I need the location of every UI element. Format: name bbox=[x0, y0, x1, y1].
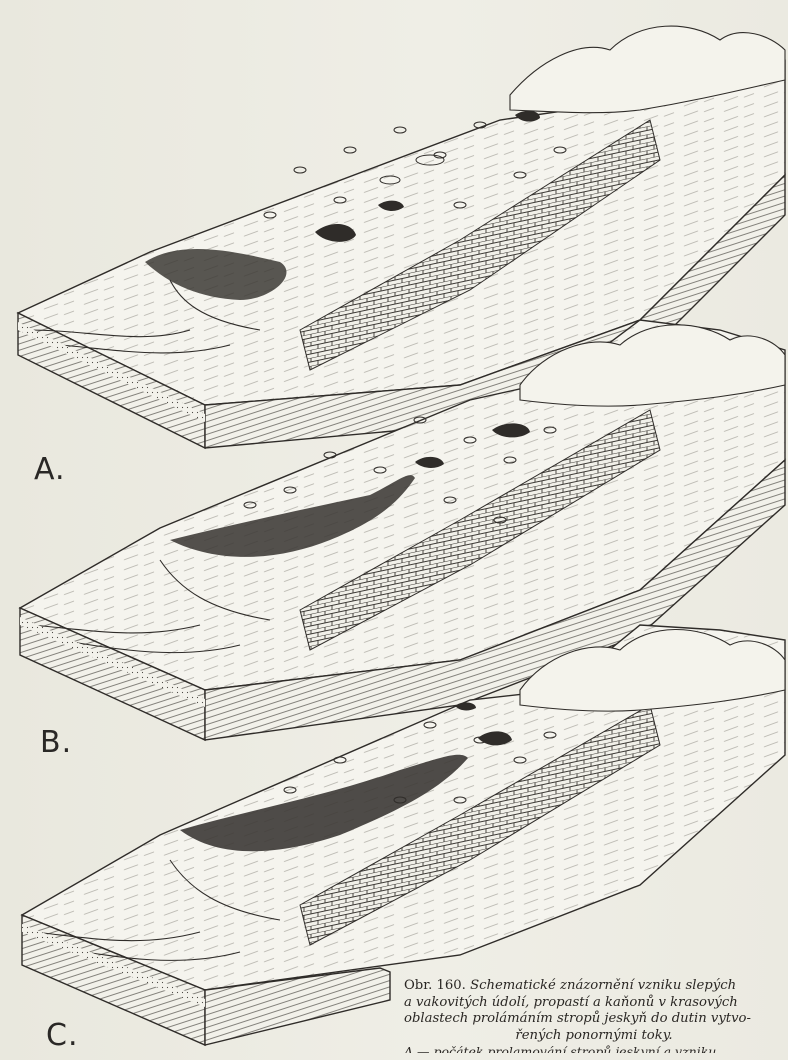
figure-caption: Obr. 160. Schematické znázornění vzniku … bbox=[404, 978, 784, 1053]
figure-number: Obr. 160. bbox=[404, 978, 466, 993]
caption-line-4: řených ponornými toky. bbox=[404, 1028, 784, 1045]
panel-label-c: C. bbox=[46, 1018, 78, 1053]
caption-line-3: oblastech prolámáním stropů jeskyň do du… bbox=[404, 1011, 751, 1026]
caption-line-2: a vakovitých údolí, propastí a kaňonů v … bbox=[404, 995, 738, 1010]
caption-line-1: Schematické znázornění vzniku slepých bbox=[470, 978, 736, 993]
panel-label-b: B. bbox=[40, 725, 72, 760]
caption-line-5: A — počátek prolamování stropů jeskyní a… bbox=[404, 1044, 784, 1053]
panel-label-a: A. bbox=[34, 452, 66, 487]
